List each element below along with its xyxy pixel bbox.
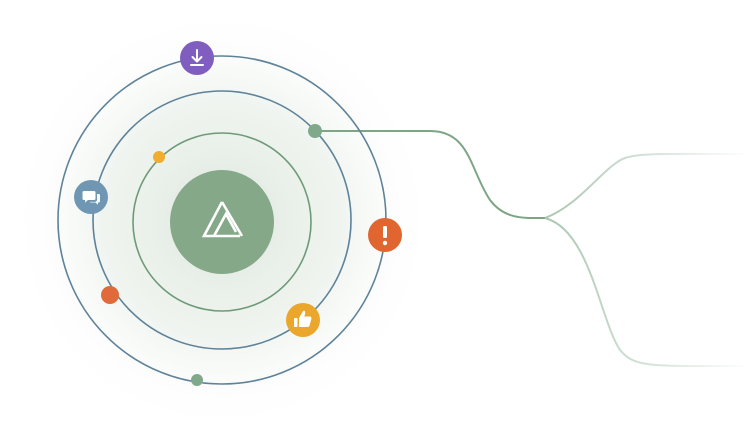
connector-branch-top: [544, 152, 750, 219]
orbit-dot-green-bottom: [191, 374, 203, 386]
orbit-ring-middle: [92, 90, 352, 350]
orbit-ring-inner: [132, 132, 312, 312]
alert-node[interactable]: [368, 218, 402, 252]
thumbs-up-icon: [294, 310, 312, 327]
chat-bubbles-icon: [82, 191, 100, 205]
connector-branch-bottom: [544, 217, 750, 368]
like-node[interactable]: [286, 303, 320, 337]
exclamation-icon: [382, 226, 388, 246]
connector-main: [315, 130, 546, 220]
chat-node[interactable]: [74, 180, 108, 214]
orbit-dot-orange: [101, 286, 119, 304]
download-icon: [190, 49, 204, 66]
download-node[interactable]: [180, 41, 214, 75]
orbit-dot-yellow: [153, 151, 165, 163]
triangle-logo-icon: [201, 201, 244, 238]
orbit-dot-green-top: [308, 124, 322, 138]
